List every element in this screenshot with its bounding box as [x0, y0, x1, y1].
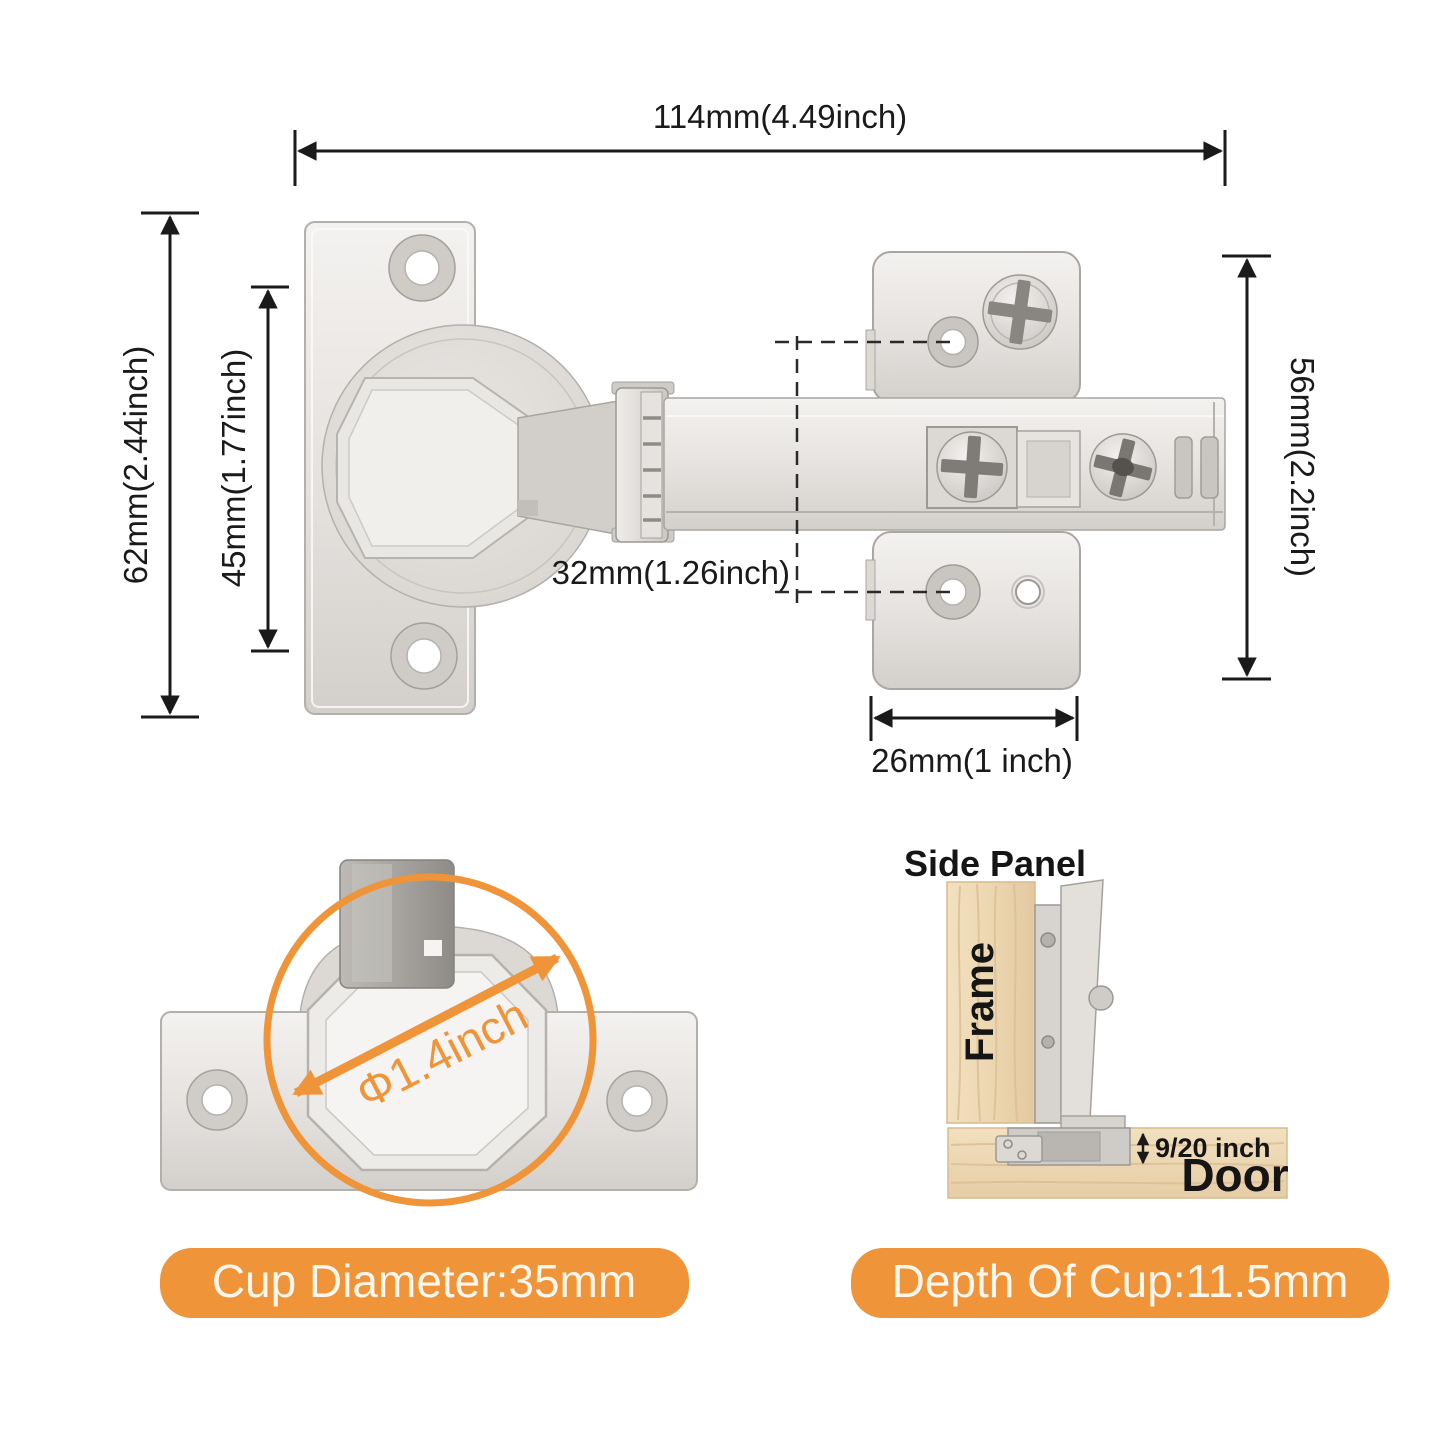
- section-adjust-screw: [1088, 985, 1114, 1011]
- hinge-top-view: 114mm(4.49inch) 62mm(2.44inch) 45mm(1.77…: [117, 98, 1321, 779]
- dim-114mm-label: 114mm(4.49inch): [653, 98, 907, 135]
- dim-26mm-label: 26mm(1 inch): [871, 742, 1073, 779]
- section-cup: [995, 1127, 1131, 1166]
- dim-114mm: [293, 130, 1227, 186]
- dim-62mm: [141, 211, 199, 719]
- section-screw: [1041, 1035, 1055, 1049]
- mounting-plate-hole-bottom: [925, 564, 981, 620]
- arm-phillips-screw: [936, 431, 1008, 503]
- frame-board: [946, 881, 1036, 1124]
- cup-depth-badge-label: Depth Of Cup:11.5mm: [892, 1255, 1349, 1307]
- dim-32mm-label: 32mm(1.26inch): [552, 554, 790, 591]
- arm-slot: [1200, 436, 1219, 499]
- cup-plate-hole-right: [606, 1070, 668, 1132]
- dim-56mm: [1222, 254, 1271, 681]
- frame-label: Frame: [958, 942, 1002, 1062]
- cup-diameter-badge-label: Cup Diameter:35mm: [212, 1255, 636, 1307]
- cross-section-view: Side Panel Frame: [904, 843, 1289, 1201]
- dim-56mm-label: 56mm(2.2inch): [1284, 357, 1321, 577]
- door-plate-screw-hole-top: [388, 234, 456, 302]
- cup-diameter-arrow: [292, 954, 561, 1097]
- hole-spacing-dashed-lines: [775, 336, 953, 604]
- section-screw: [1040, 932, 1056, 948]
- dim-62mm-label: 62mm(2.44inch): [117, 346, 154, 584]
- mounting-plate-phillips-screw: [982, 274, 1058, 350]
- cup-plate-hole-left: [186, 1069, 248, 1131]
- hinge-cup: [321, 324, 605, 608]
- dim-45mm: [251, 285, 289, 653]
- cup-highlight-circle: [263, 873, 597, 1207]
- door-plate-screw-hole-bottom: [390, 622, 458, 690]
- mounting-plate-small-hole: [1011, 575, 1045, 609]
- cup-zoom-view: Φ1.4inch: [160, 859, 698, 1207]
- dim-26mm: [869, 696, 1079, 741]
- arm-slot: [1174, 436, 1193, 499]
- hinge-pin-ridges: [643, 416, 661, 522]
- door-label: Door: [1181, 1149, 1288, 1201]
- side-panel-title: Side Panel: [904, 843, 1086, 884]
- cup-depth-badge: Depth Of Cup:11.5mm: [851, 1248, 1389, 1318]
- mounting-plate-hole-top: [927, 316, 979, 368]
- hinge-arm: [663, 397, 1226, 531]
- cup-diameter-badge: Cup Diameter:35mm: [160, 1248, 689, 1318]
- cup-depth-annotation: 9/20 inch: [1155, 1133, 1271, 1163]
- dim-45mm-label: 45mm(1.77inch): [215, 349, 252, 587]
- hinge-knuckle: [611, 381, 675, 543]
- section-hinge: [995, 879, 1131, 1166]
- arm-cam-screw: [1089, 433, 1157, 501]
